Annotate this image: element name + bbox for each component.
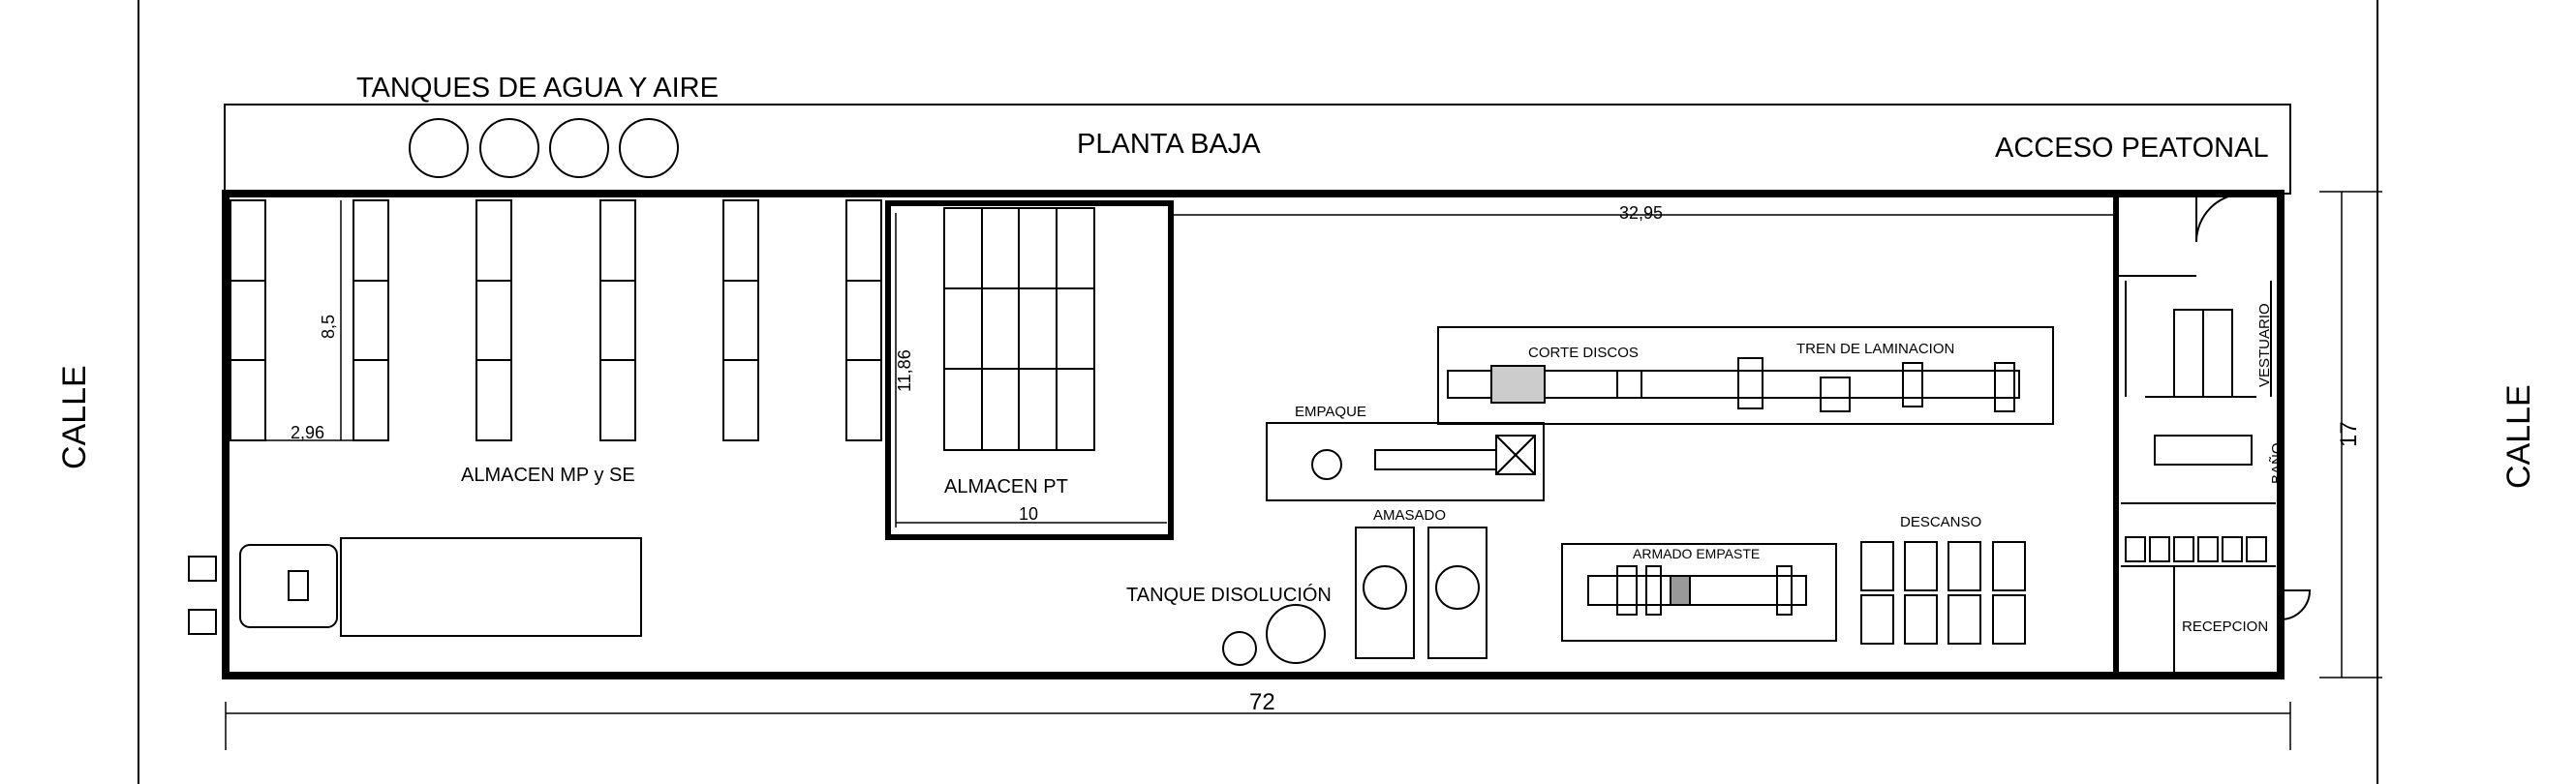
tren-laminacion-label: TREN DE LAMINACION: [1796, 341, 1954, 357]
vestuario-label: VESTUARIO: [2256, 303, 2273, 387]
dim-8-5: 8,5: [319, 315, 338, 339]
rack: [353, 199, 389, 441]
pt-racks: [943, 207, 1095, 451]
amasado-label: AMASADO: [1373, 507, 1446, 524]
almacen-pt-label: ALMACEN PT: [944, 476, 1068, 498]
annex-interior: [2116, 193, 2312, 676]
recepcion-label: RECEPCION: [2182, 618, 2268, 635]
tank-4: [619, 118, 679, 178]
dim-10: 10: [1019, 504, 1038, 524]
tanque-disolucion-large: [1266, 604, 1326, 664]
acceso-peatonal-label: ACCESO PEATONAL: [1995, 133, 2269, 164]
tanques-label: TANQUES DE AGUA Y AIRE: [356, 73, 719, 104]
empaque-label: EMPAQUE: [1295, 404, 1366, 420]
tanque-disolucion-label: TANQUE DISOLUCIÓN: [1126, 584, 1332, 606]
laminacion-line: [1447, 357, 2020, 412]
tank-3: [549, 118, 609, 178]
rack: [845, 199, 882, 441]
rack: [722, 199, 759, 441]
calle-right-label: CALLE: [2500, 384, 2537, 489]
armado-empaste-line: [1587, 565, 1807, 616]
dim-11-86: 11,86: [895, 349, 914, 392]
empaque-area: [1266, 422, 1545, 501]
almacen-pt-room: [885, 200, 1174, 540]
rack: [475, 199, 512, 441]
truck: [188, 537, 642, 637]
bano-label: BAÑO: [2269, 442, 2285, 484]
dim-2-96: 2,96: [291, 423, 324, 442]
armado-empaste-label: ARMADO EMPASTE: [1633, 546, 1760, 561]
amasado-mixers: [1355, 527, 1487, 659]
rack: [599, 199, 636, 441]
calle-left-label: CALLE: [56, 365, 93, 469]
rack: [230, 199, 266, 441]
empaque-line: [1311, 435, 1536, 480]
rack-group: [230, 199, 882, 441]
tank-2: [479, 118, 539, 178]
dim-32-95: 32,95: [1619, 203, 1663, 223]
descanso-label: DESCANSO: [1900, 514, 1981, 530]
tren-laminacion-area: [1437, 326, 2054, 425]
planta-baja-title: PLANTA BAJA: [1077, 129, 1261, 160]
tank-1: [409, 118, 469, 178]
descanso-tables: [1860, 541, 2026, 645]
corte-discos-label: CORTE DISCOS: [1528, 345, 1639, 361]
right-annex: [2113, 191, 2284, 678]
almacen-mp-label: ALMACEN MP y SE: [461, 465, 635, 486]
dim-17: 17: [2336, 421, 2362, 447]
dim-72: 72: [1249, 689, 1275, 715]
tanque-disolucion-small: [1222, 631, 1257, 666]
armado-empaste-area: [1561, 543, 1837, 642]
